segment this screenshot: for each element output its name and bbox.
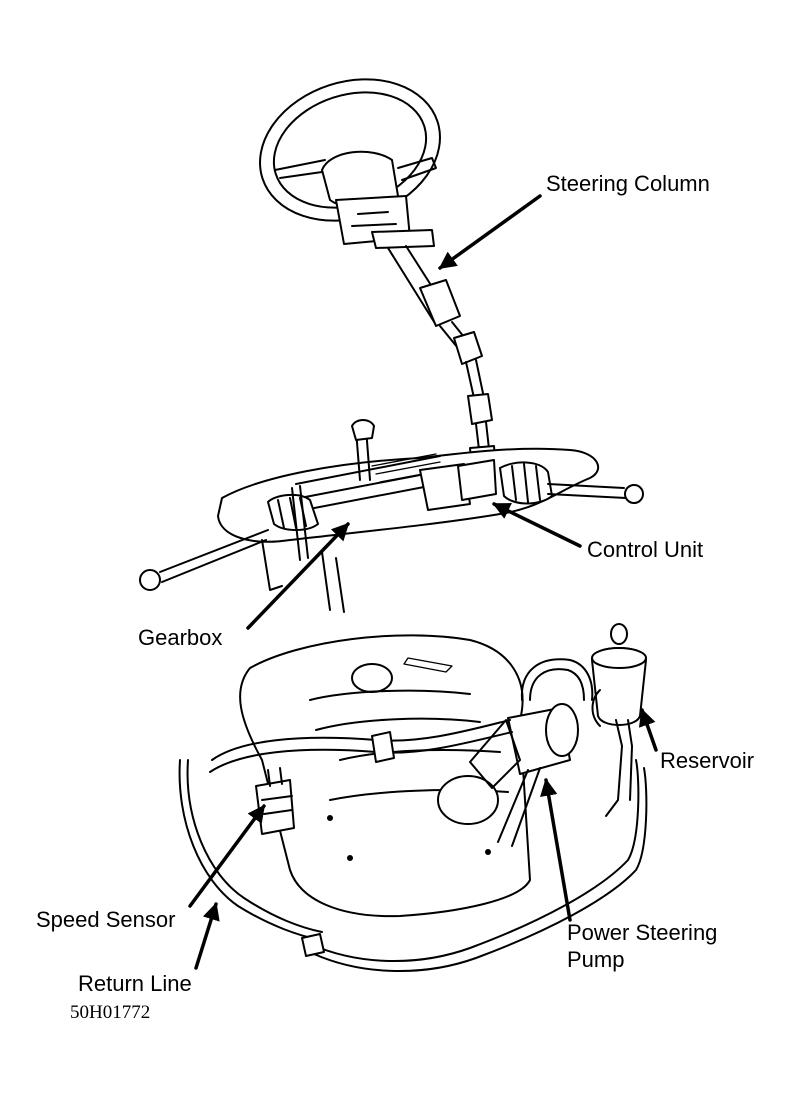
steering-column-shaft [387, 245, 497, 473]
label-control-unit: Control Unit [587, 537, 704, 562]
leader-arrows [188, 194, 658, 970]
figure-code: 50H01772 [70, 1002, 151, 1023]
label-power-steering-line1: Power Steering [567, 920, 718, 945]
tie-rods [139, 483, 644, 591]
steering-wheel [259, 78, 441, 249]
engine-block [239, 634, 531, 918]
label-power-steering-pump: Power Steering Pump [567, 919, 717, 973]
label-reservoir: Reservoir [660, 748, 755, 773]
power-steering-pump [469, 703, 579, 847]
label-gearbox: Gearbox [138, 625, 223, 650]
reservoir [591, 623, 647, 817]
label-steering-column: Steering Column [546, 171, 710, 196]
label-power-steering-line2: Pump [567, 947, 625, 972]
hoses-and-lines [178, 658, 648, 972]
steering-rack [217, 419, 600, 613]
label-return-line: Return Line [78, 971, 192, 996]
label-speed-sensor: Speed Sensor [36, 907, 176, 932]
